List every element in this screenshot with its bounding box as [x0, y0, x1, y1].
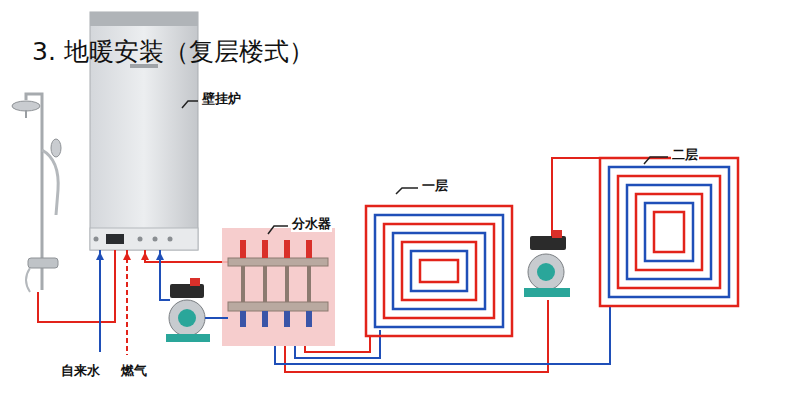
coil-loop [366, 206, 512, 336]
coil-loop [420, 260, 458, 282]
callout-label: 二层 [671, 148, 699, 163]
coil-loop [411, 251, 467, 291]
coil-loop [645, 203, 693, 261]
pump-symbol [166, 278, 228, 342]
leader-lines [182, 101, 668, 234]
callout-label: 壁挂炉 [201, 92, 242, 107]
diagram-title: 3. 地暖安装（复层楼式） [32, 38, 314, 67]
coil-loop [627, 185, 711, 279]
coil-loop [375, 215, 503, 327]
floor-pipes [275, 158, 610, 372]
pump-symbol [524, 230, 570, 297]
coil-loop [609, 167, 729, 297]
coil-loop [384, 224, 494, 318]
callout-label: 燃气 [120, 364, 148, 379]
manifold-symbol [222, 228, 335, 346]
coil-loop [393, 233, 485, 309]
coil-loop [402, 242, 476, 300]
shower-symbol [12, 94, 61, 292]
coil-loop [636, 194, 702, 270]
coil-loop [654, 212, 684, 252]
callout-label: 分水器 [291, 217, 332, 232]
coil-loop [618, 176, 720, 288]
coil-loop [600, 158, 738, 306]
callout-label: 自来水 [60, 364, 101, 379]
callout-label: 一层 [421, 179, 449, 194]
heating-coils [366, 158, 738, 336]
boiler-pipes [38, 250, 228, 355]
